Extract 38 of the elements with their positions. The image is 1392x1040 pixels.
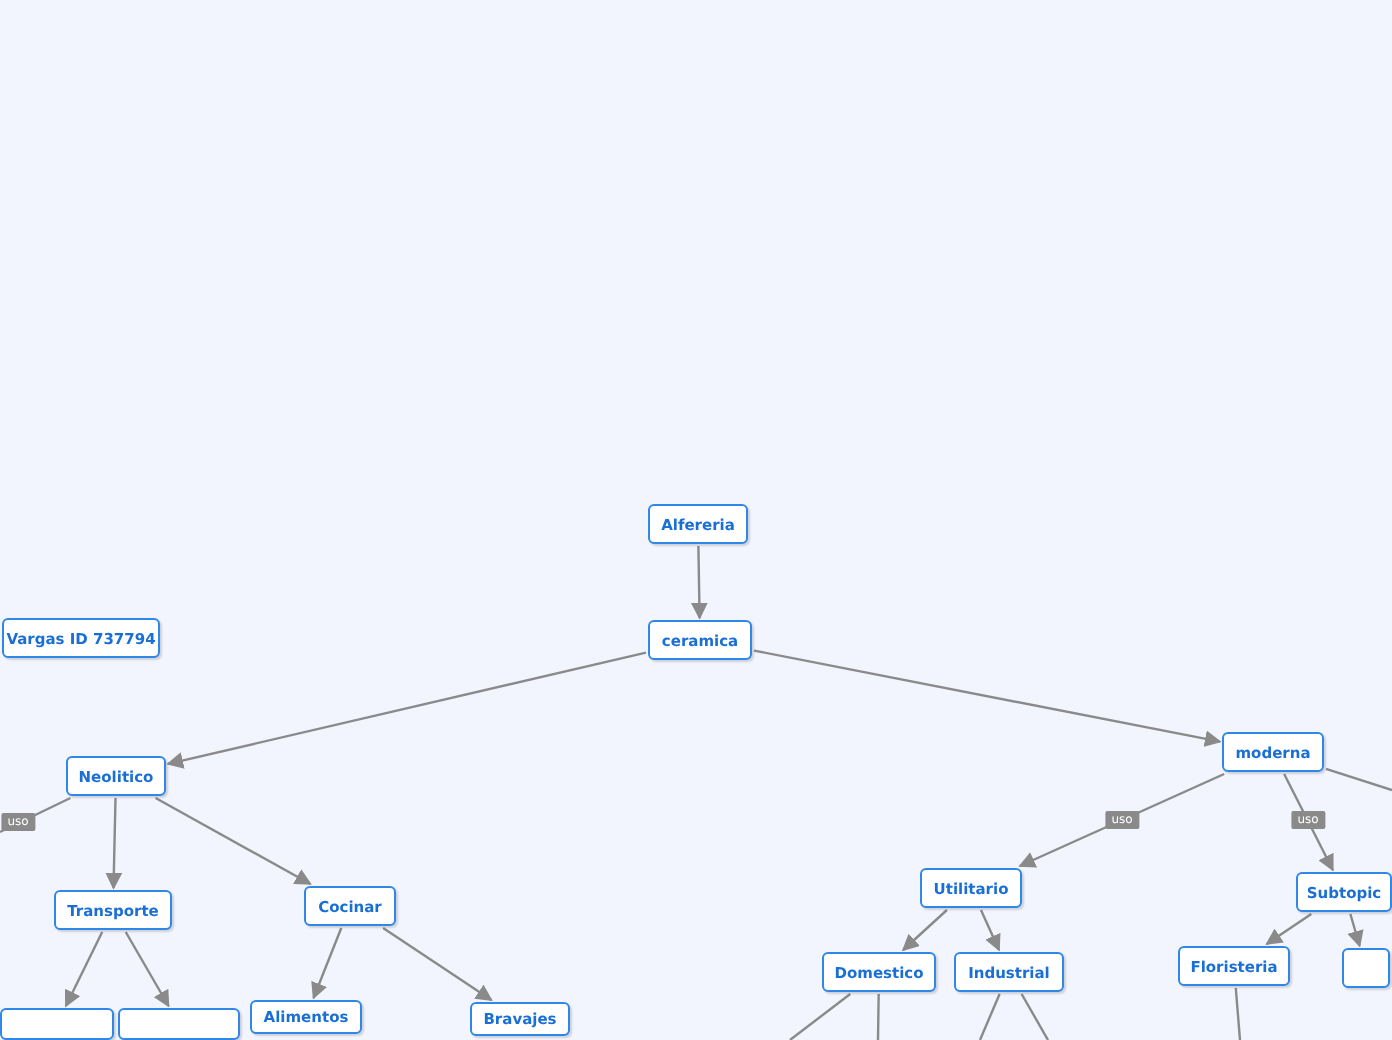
arrow xyxy=(166,651,647,769)
arrow xyxy=(690,545,708,620)
topic-box xyxy=(54,890,172,930)
arrow xyxy=(64,931,104,1008)
topic-box xyxy=(648,620,752,660)
arrow xyxy=(105,797,123,890)
arrow xyxy=(1265,913,1312,945)
topic-box xyxy=(118,1008,240,1040)
arrow xyxy=(1283,773,1334,872)
topic-box xyxy=(66,756,166,796)
arrow xyxy=(1347,913,1364,948)
topic-box xyxy=(920,868,1022,908)
topic-box xyxy=(1342,948,1390,988)
connector-line xyxy=(1020,993,1050,1040)
topic-box xyxy=(304,886,396,926)
topic-box xyxy=(2,618,160,658)
arrow xyxy=(753,649,1222,747)
topic-box xyxy=(1222,732,1324,772)
topic-box xyxy=(470,1002,570,1036)
topic-box xyxy=(954,952,1064,992)
arrow xyxy=(382,927,493,1001)
topic-box xyxy=(250,1000,362,1034)
arrow xyxy=(1018,772,1225,868)
arrow xyxy=(124,931,170,1008)
arrow xyxy=(311,927,343,1000)
connector-line xyxy=(876,993,880,1040)
topic-box xyxy=(1296,872,1392,912)
connector-line xyxy=(978,993,1001,1040)
topic-box xyxy=(822,952,936,992)
topic-box xyxy=(1178,946,1290,986)
topic-box xyxy=(0,1008,114,1040)
arrow xyxy=(979,909,1001,952)
arrow xyxy=(155,796,312,886)
connector-line xyxy=(1325,767,1392,792)
connector-line xyxy=(1234,987,1242,1040)
arrow xyxy=(901,909,948,952)
topic-box xyxy=(648,504,748,544)
connector-line xyxy=(789,993,851,1040)
